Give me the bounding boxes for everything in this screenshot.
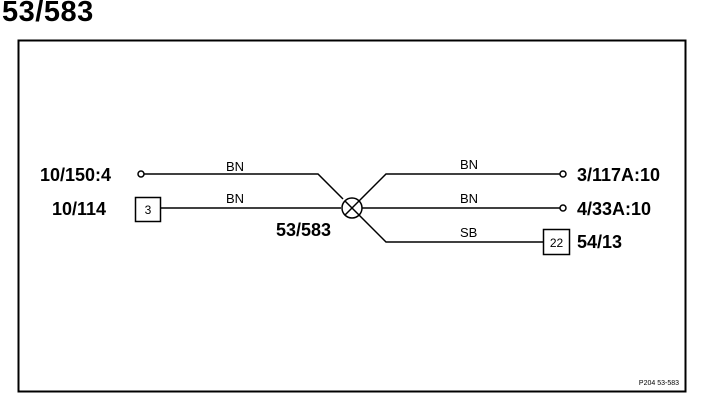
pin-terminal-10-150-4[interactable] [137,170,145,178]
pin-terminal-4-33a-10[interactable] [559,204,567,212]
wire-3-117a-10[interactable] [358,173,560,202]
wire-color-label: BN [460,157,478,172]
wire-10-150-4[interactable] [144,173,344,200]
page-title: 53/583 [2,0,94,28]
wire-color-label: SB [460,225,477,240]
wire-color-label: BN [226,191,244,206]
diagram-frame [17,39,687,393]
connector-box-label: 3 [145,203,152,217]
connector-label-54-13: 54/13 [577,232,622,252]
connector-label-10-150-4: 10/150:4 [40,165,111,185]
connector-box-label: 22 [550,236,564,250]
connector-label-3-117a-10: 3/117A:10 [577,165,660,185]
connector-box-3[interactable] [134,196,162,223]
connector-label-10-114: 10/114 [52,199,106,219]
wire-54-13[interactable] [358,214,543,243]
splice-label: 53/583 [276,220,331,240]
wire-color-label: BN [460,191,478,206]
connector-box-22[interactable] [542,228,571,256]
reference-code: P204 53-583 [639,380,679,387]
wire-color-label: BN [226,159,244,174]
connector-label-4-33a-10: 4/33A:10 [577,199,651,219]
pin-terminal-3-117a-10[interactable] [559,170,567,178]
